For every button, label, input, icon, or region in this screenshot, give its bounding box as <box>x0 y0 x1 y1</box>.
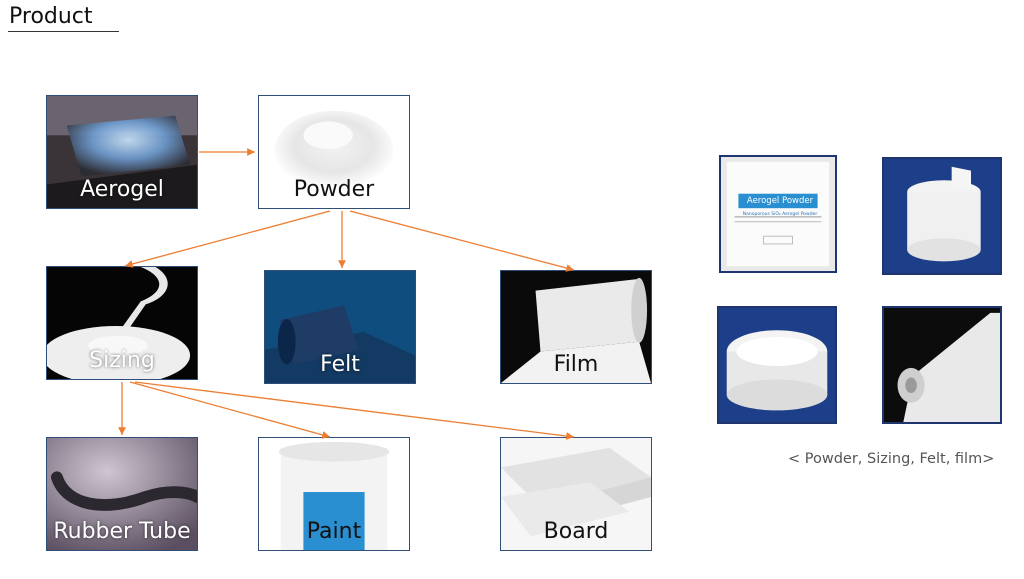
label-aerogel: Aerogel <box>80 177 164 202</box>
sample-sizing-tub <box>717 306 837 424</box>
aerogel-image <box>47 96 197 208</box>
card-board: Board <box>500 437 652 551</box>
arrow-sizing-paint <box>129 381 331 439</box>
sample-powder-bag: Aerogel Powder Nanoporous SiO₂ Aerogel P… <box>719 155 837 273</box>
rubber-tube-image <box>47 438 197 550</box>
label-rubber-tube: Rubber Tube <box>53 519 191 544</box>
card-sizing: Sizing <box>46 266 198 380</box>
card-rubber-tube: Rubber Tube <box>46 437 198 551</box>
label-sizing: Sizing <box>89 348 155 373</box>
label-paint: Paint <box>306 519 362 544</box>
card-powder: Powder <box>258 95 410 209</box>
arrow-powder-film <box>349 210 575 272</box>
film-roll-image <box>884 308 1000 422</box>
sizing-image <box>47 267 197 379</box>
page-title: Product <box>9 4 93 29</box>
title-underline <box>8 31 119 32</box>
card-film: Film <box>500 270 652 384</box>
card-felt: Felt <box>264 270 416 384</box>
arrow-sizing-board <box>134 381 575 440</box>
paint-image <box>259 438 409 550</box>
card-aerogel: Aerogel <box>46 95 198 209</box>
label-board: Board <box>543 519 609 544</box>
sample-felt-roll <box>882 157 1002 275</box>
label-powder: Powder <box>293 177 375 202</box>
bag-title: Aerogel Powder <box>746 196 814 206</box>
bag-subtitle: Nanoporous SiO₂ Aerogel Powder <box>742 212 818 217</box>
powder-bag-image <box>721 157 835 271</box>
card-paint: Paint <box>258 437 410 551</box>
arrow-powder-sizing <box>124 210 331 268</box>
sizing-tub-image <box>719 308 835 422</box>
label-film: Film <box>553 352 599 377</box>
sample-film-roll <box>882 306 1002 424</box>
film-image <box>501 271 651 383</box>
felt-roll-image <box>884 159 1000 273</box>
board-image <box>501 438 651 550</box>
felt-image <box>265 271 415 383</box>
label-felt: Felt <box>320 352 360 377</box>
samples-caption: < Powder, Sizing, Felt, film> <box>788 451 995 467</box>
powder-image <box>259 96 409 208</box>
